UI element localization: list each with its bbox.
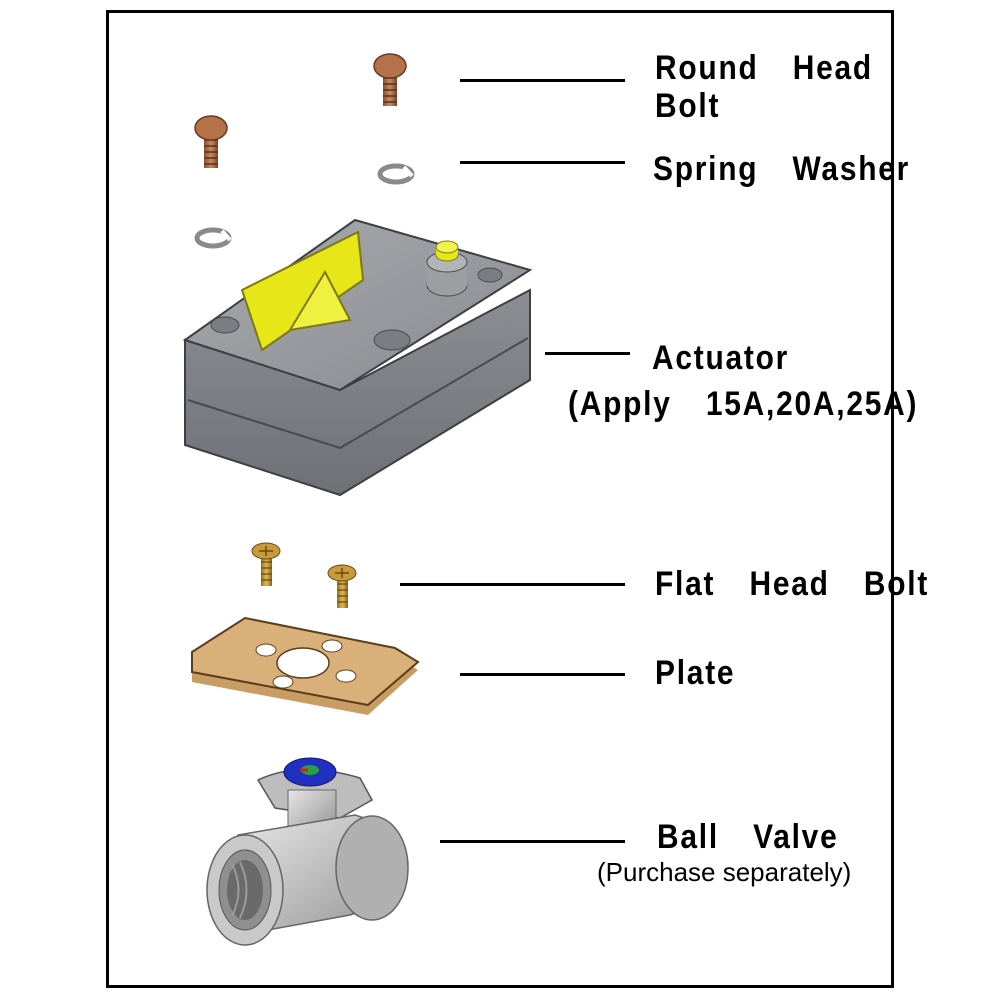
label-actuator: Actuator <box>652 339 789 377</box>
label-spring-washer: Spring Washer <box>653 150 910 188</box>
label-plate: Plate <box>655 654 735 692</box>
label-round-head-bolt-line-1: Round Head <box>655 49 873 87</box>
label-flat-head-bolt: Flat Head Bolt <box>655 565 929 603</box>
leader-line-flat-head-bolt <box>400 583 625 586</box>
round-head-bolt-right <box>373 53 407 106</box>
spring-washer-left <box>194 227 232 249</box>
leader-line-ball-valve <box>440 840 625 843</box>
label-actuator-line-1: Actuator <box>652 339 790 377</box>
label-ball-valve-line-1: Ball Valve <box>657 818 839 856</box>
label-ball-valve-note: (Purchase separately) <box>597 857 852 887</box>
ball-valve <box>206 757 409 946</box>
leader-line-plate <box>460 673 625 676</box>
flat-head-bolt-right <box>327 564 357 608</box>
label-round-head-bolt: Round Head Bolt <box>655 49 873 125</box>
leader-line-round-head-bolt <box>460 79 625 82</box>
label-actuator-apply: (Apply 15A,20A,25A) <box>568 385 918 423</box>
label-plate-line-1: Plate <box>655 654 736 692</box>
label-actuator-line-2: (Apply 15A,20A,25A) <box>568 385 919 423</box>
round-head-bolt-left <box>194 115 228 168</box>
spring-washer-right <box>377 163 415 185</box>
diagram-frame <box>106 10 894 988</box>
actuator-body <box>182 218 533 497</box>
leader-line-spring-washer <box>460 161 625 164</box>
leader-line-actuator <box>545 352 630 355</box>
label-flat-head-bolt-line-1: Flat Head Bolt <box>655 565 930 603</box>
mounting-plate <box>191 616 420 715</box>
label-round-head-bolt-line-2: Bolt <box>655 87 721 125</box>
label-ball-valve: Ball Valve <box>657 818 838 856</box>
flat-head-bolt-left <box>251 542 281 586</box>
label-spring-washer-line-1: Spring Washer <box>653 150 911 188</box>
